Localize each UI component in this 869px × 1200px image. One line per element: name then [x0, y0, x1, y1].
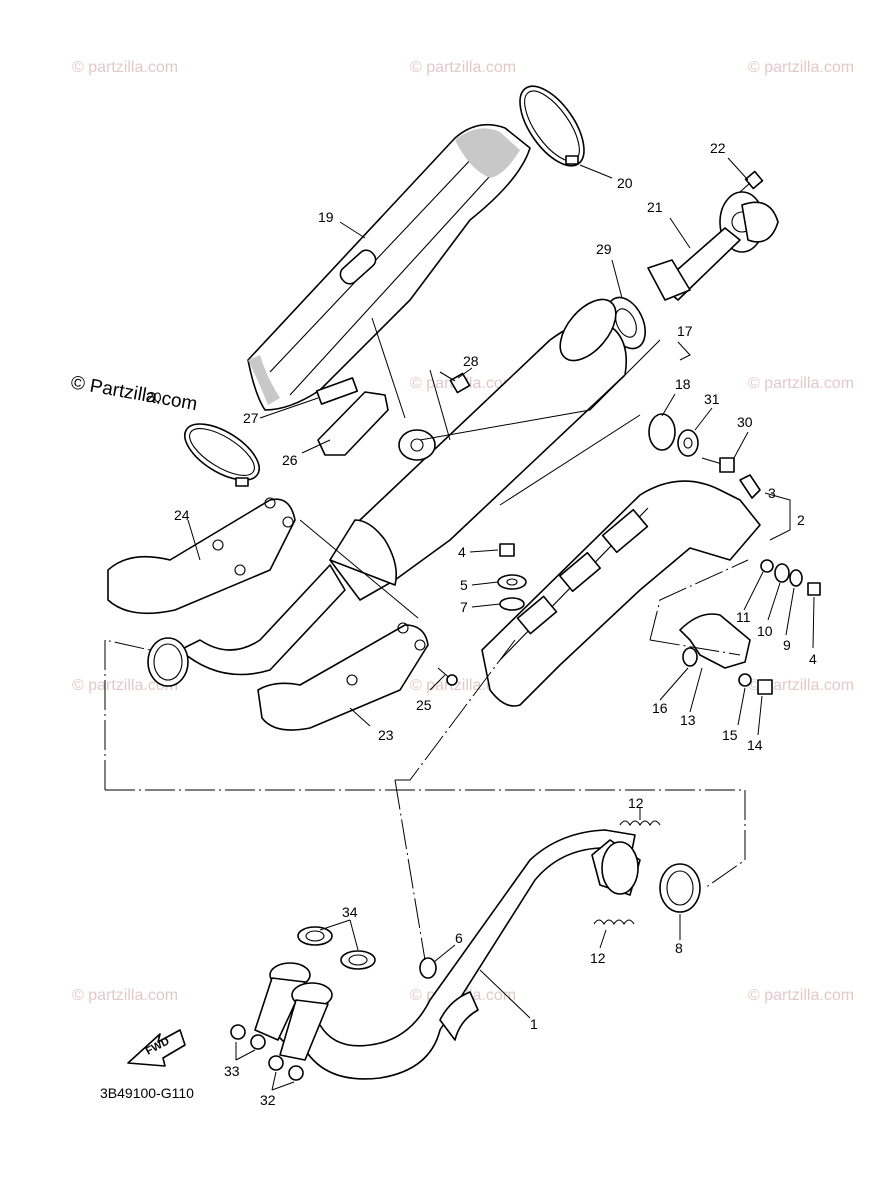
gasket-34a [297, 926, 333, 946]
clamp-20-left [184, 423, 260, 487]
callout-18: 18 [675, 376, 691, 392]
tailpipe-21 [647, 191, 779, 301]
bolt-4a [499, 543, 515, 557]
exhaust-pipe-1 [261, 829, 641, 1080]
callout-32: 32 [260, 1092, 276, 1108]
watermark-2: © partzilla.com [410, 59, 516, 76]
callout-8: 8 [675, 940, 683, 956]
damper-27 [315, 377, 359, 405]
callout-3: 3 [768, 485, 776, 501]
collar-11 [760, 559, 774, 573]
callout-11: 11 [736, 609, 751, 625]
washer-10 [774, 563, 790, 583]
bolt-28 [439, 371, 471, 394]
spring-12b [593, 919, 635, 926]
callout-29: 29 [596, 241, 612, 257]
callout-22: 22 [710, 140, 726, 156]
spring-12a [619, 820, 661, 827]
callout-33: 33 [224, 1063, 240, 1079]
callouts: 19 20 20 21 22 29 17 18 31 30 3 2 28 27 … [146, 140, 817, 1108]
damper-7 [499, 597, 525, 611]
protector-24 [107, 497, 296, 615]
bracket-13 [679, 613, 751, 669]
callout-30: 30 [737, 414, 753, 430]
watermark-6: © partzilla.com [72, 677, 178, 694]
watermark-3: © partzilla.com [748, 59, 854, 76]
heat-protector-19 [247, 123, 531, 411]
callout-ticks [187, 157, 815, 1091]
fwd-arrow: FWD [127, 1029, 186, 1067]
bolt-14 [757, 679, 773, 695]
callout-16: 16 [652, 700, 668, 716]
callout-21: 21 [647, 199, 663, 215]
muffler-bracket [481, 474, 761, 707]
callout-31: 31 [704, 391, 720, 407]
callout-12-bottom: 12 [590, 950, 606, 966]
callout-28: 28 [463, 353, 479, 369]
callout-2: 2 [797, 512, 805, 528]
callout-12-top: 12 [628, 795, 644, 811]
callout-14: 14 [747, 737, 763, 753]
nuts-32 [268, 1055, 304, 1081]
bracket-26 [317, 391, 389, 456]
bolt-22 [739, 170, 764, 193]
callout-34: 34 [342, 904, 358, 920]
collar-16 [682, 647, 698, 667]
clamp-20-top [519, 85, 585, 167]
watermark-11: © partzilla.com [748, 987, 854, 1004]
callout-20-left: 20 [146, 389, 162, 405]
callout-26: 26 [282, 452, 298, 468]
watermark-1: © partzilla.com [72, 59, 178, 76]
callout-15: 15 [722, 727, 738, 743]
callout-1: 1 [530, 1016, 538, 1032]
callout-27: 27 [243, 410, 259, 426]
washer-15 [738, 673, 752, 687]
gasket-8 [659, 863, 701, 913]
diagram-code: 3B49100-G110 [100, 1085, 194, 1101]
collar-5 [497, 574, 527, 590]
callout-17: 17 [677, 323, 693, 339]
callout-19: 19 [318, 209, 334, 225]
flange-b [279, 982, 333, 1061]
callout-25: 25 [416, 697, 432, 713]
callout-23: 23 [378, 727, 394, 743]
damper-6 [419, 957, 437, 979]
callout-9: 9 [783, 637, 791, 653]
callout-4b: 4 [809, 651, 817, 667]
callout-6: 6 [455, 930, 463, 946]
gasket-34b [340, 950, 376, 970]
washer-31 [677, 429, 699, 457]
callout-24: 24 [174, 507, 190, 523]
callout-7: 7 [460, 599, 468, 615]
bolt-25 [437, 667, 458, 686]
muffler-17 [329, 298, 628, 601]
watermark-9: © partzilla.com [72, 987, 178, 1004]
watermark-main: © Partzilla.com [69, 372, 199, 415]
callout-13: 13 [680, 712, 696, 728]
watermark-5: © partzilla.com [748, 375, 854, 392]
watermark-8: © partzilla.com [748, 677, 854, 694]
protector-23 [257, 622, 429, 731]
grommet-18 [648, 413, 676, 451]
link-pipe [147, 564, 346, 687]
washer-9 [789, 569, 803, 587]
nuts-33 [230, 1024, 266, 1050]
bolt-30 [701, 457, 735, 473]
bolt-4b [807, 582, 821, 596]
callout-20-top: 20 [617, 175, 633, 191]
callout-10: 10 [757, 623, 773, 639]
leader-lines [104, 317, 749, 961]
callout-4a: 4 [458, 544, 466, 560]
callout-5: 5 [460, 577, 468, 593]
